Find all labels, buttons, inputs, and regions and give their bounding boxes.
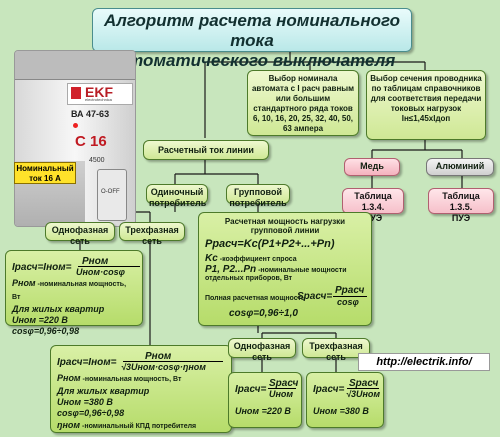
f2-p-note: -номинальная мощность, Вт	[80, 376, 182, 383]
kc-note: -коэффициент спроса	[217, 256, 297, 263]
f1-p-note: -номинальная мощность, Вт	[12, 281, 127, 301]
group-three-formula-box: Iрасч= Sрасч √3Uном Uном =380 В	[306, 372, 384, 428]
group-power-cos: cosφ=0,96÷1,0	[229, 308, 298, 319]
f2-denominator: √3Uном·cosφ·ŋном	[121, 362, 206, 372]
circuit-breaker-image: EKF electrotechnica ВА 47-63 С 16 4500 O…	[14, 50, 136, 227]
g2-denominator: √3Uном	[346, 389, 381, 399]
g1-numerator: Sрасч	[269, 378, 299, 389]
three-phase-box: Трехфазная сеть	[119, 222, 185, 246]
group-three-phase-line-2: сеть	[326, 352, 346, 362]
group-power-formula: Pрасч=Kс(P1+P2+...+Pn)	[205, 238, 335, 250]
three-phase-line-2: сеть	[142, 236, 162, 246]
nominal-choice-box: Выбор номинала автомата с I расч равным …	[247, 70, 359, 136]
single-consumer-box: Одиночный потребитель	[146, 184, 208, 208]
rating-label: С 16	[75, 133, 107, 150]
single-phase-line-2: сеть	[70, 236, 90, 246]
nominal-current-callout: Номинальный ток 16 А	[14, 162, 76, 184]
title-line-2: автоматического выключателя	[108, 51, 396, 70]
g1-voltage: Uном =220 В	[235, 406, 291, 416]
group-power-box: Расчетная мощность нагрузки групповой ли…	[198, 212, 372, 326]
ekf-logo: EKF electrotechnica	[67, 83, 133, 105]
group-power-heading: Расчетная мощность нагрузки групповой ли…	[224, 217, 346, 235]
single-consumer-line-1: Одиночный	[150, 187, 204, 197]
group-three-phase-box: Трехфазная сеть	[302, 338, 370, 362]
g2-lhs: Iрасч=	[313, 384, 345, 395]
single-phase-formula-box: Iрасч=Iном= Pном Uном·cosφ Pном -номинал…	[5, 250, 143, 336]
f2-eta-note: -номинальный КПД потребителя	[80, 423, 197, 430]
f2-voltage: Uном =380 В	[57, 397, 113, 407]
three-phase-formula-box: Iрасч=Iном= Pном √3Uном·cosφ·ŋном Pном -…	[50, 345, 232, 433]
single-phase-line-1: Однофазная	[51, 225, 109, 235]
icu-label: 4500	[89, 157, 105, 164]
f2-p-note-bold: Pном	[57, 373, 81, 383]
callout-line-2: ток 16 А	[29, 174, 61, 183]
table-cu-box: Таблица 1.3.4. ПУЭ	[342, 188, 404, 223]
table-al-box: Таблица 1.3.5. ПУЭ	[428, 188, 494, 223]
model-label: ВА 47-63	[71, 109, 110, 119]
group-single-phase-line-2: сеть	[252, 352, 272, 362]
group-single-phase-line-1: Однофазная	[233, 341, 291, 351]
table-cu-line-1: Таблица 1.3.4.	[354, 191, 392, 212]
title-line-1: Алгоритм расчета номинального тока	[103, 11, 401, 50]
pn-note: -номинальные мощности отдельных приборов…	[205, 267, 347, 282]
group-three-phase-line-1: Трехфазная	[309, 341, 363, 351]
table-al-line-2: ПУЭ	[451, 213, 471, 223]
g1-lhs: Iрасч=	[235, 384, 267, 395]
table-cu-line-2: ПУЭ	[363, 213, 383, 223]
calc-current-box: Расчетный ток линии	[143, 140, 269, 160]
f2-dwelling: Для жилых квартир	[57, 386, 150, 396]
diagram-title: Алгоритм расчета номинального тока автом…	[92, 8, 412, 70]
group-single-phase-box: Однофазная сеть	[228, 338, 296, 362]
single-consumer-line-2: потребитель	[149, 198, 207, 208]
f1-p-note-bold: Pном	[12, 278, 36, 288]
single-phase-box: Однофазная сеть	[45, 222, 115, 246]
f2-eta-bold: ŋном	[57, 420, 81, 430]
cross-section-formula: Iн≤1,45хIдоп	[401, 114, 451, 123]
status-label: O-OFF	[101, 189, 120, 195]
toggle-lever: O-OFF	[97, 169, 127, 221]
brand-label: EKF	[85, 84, 113, 100]
site-url-link[interactable]: http://electrik.info/	[358, 353, 490, 371]
g2-numerator: Sрасч	[349, 378, 379, 389]
g2-voltage: Uном =380 В	[313, 406, 369, 416]
f2-numerator: Pном	[145, 351, 172, 362]
kc-bold: Kс	[205, 253, 218, 264]
s-lhs: Sрасч=	[297, 291, 333, 302]
s-numerator: Pрасч	[335, 285, 365, 296]
table-al-line-1: Таблица 1.3.5.	[442, 191, 480, 212]
full-power-label: Полная расчетная мощность	[205, 295, 306, 302]
f1-lhs: Iрасч=Iном=	[12, 262, 72, 273]
f1-numerator: Pном	[82, 256, 109, 267]
f2-lhs: Iрасч=Iном=	[57, 357, 117, 368]
copper-box: Медь	[344, 158, 400, 176]
callout-line-1: Номинальный	[16, 164, 74, 173]
aluminium-box: Алюминий	[426, 158, 494, 176]
cross-section-box: Выбор сечения проводника по таблицам спр…	[366, 70, 486, 140]
group-consumer-line-1: Групповой	[234, 187, 282, 197]
group-single-formula-box: Iрасч= Sрасч Uном Uном =220 В	[228, 372, 302, 428]
f1-dwelling: Для жилых квартир	[12, 304, 105, 314]
group-consumer-line-2: потребитель	[229, 198, 287, 208]
cross-section-text: Выбор сечения проводника по таблицам спр…	[370, 74, 482, 113]
f2-cos: cosφ=0,96÷0,98	[57, 408, 125, 418]
f1-denominator: Uном·cosφ	[76, 267, 125, 277]
three-phase-line-1: Трехфазная	[125, 225, 179, 235]
brand-sub-label: electrotechnica	[85, 97, 112, 102]
f1-cos: cosφ=0,96÷0,98	[12, 326, 80, 336]
s-denominator: cosφ	[337, 297, 359, 307]
pn-bold: P1, P2...Pn	[205, 264, 257, 275]
group-consumer-box: Групповой потребитель	[226, 184, 290, 208]
g1-denominator: Uном	[269, 389, 294, 399]
f1-voltage: Uном =220 В	[12, 315, 68, 325]
